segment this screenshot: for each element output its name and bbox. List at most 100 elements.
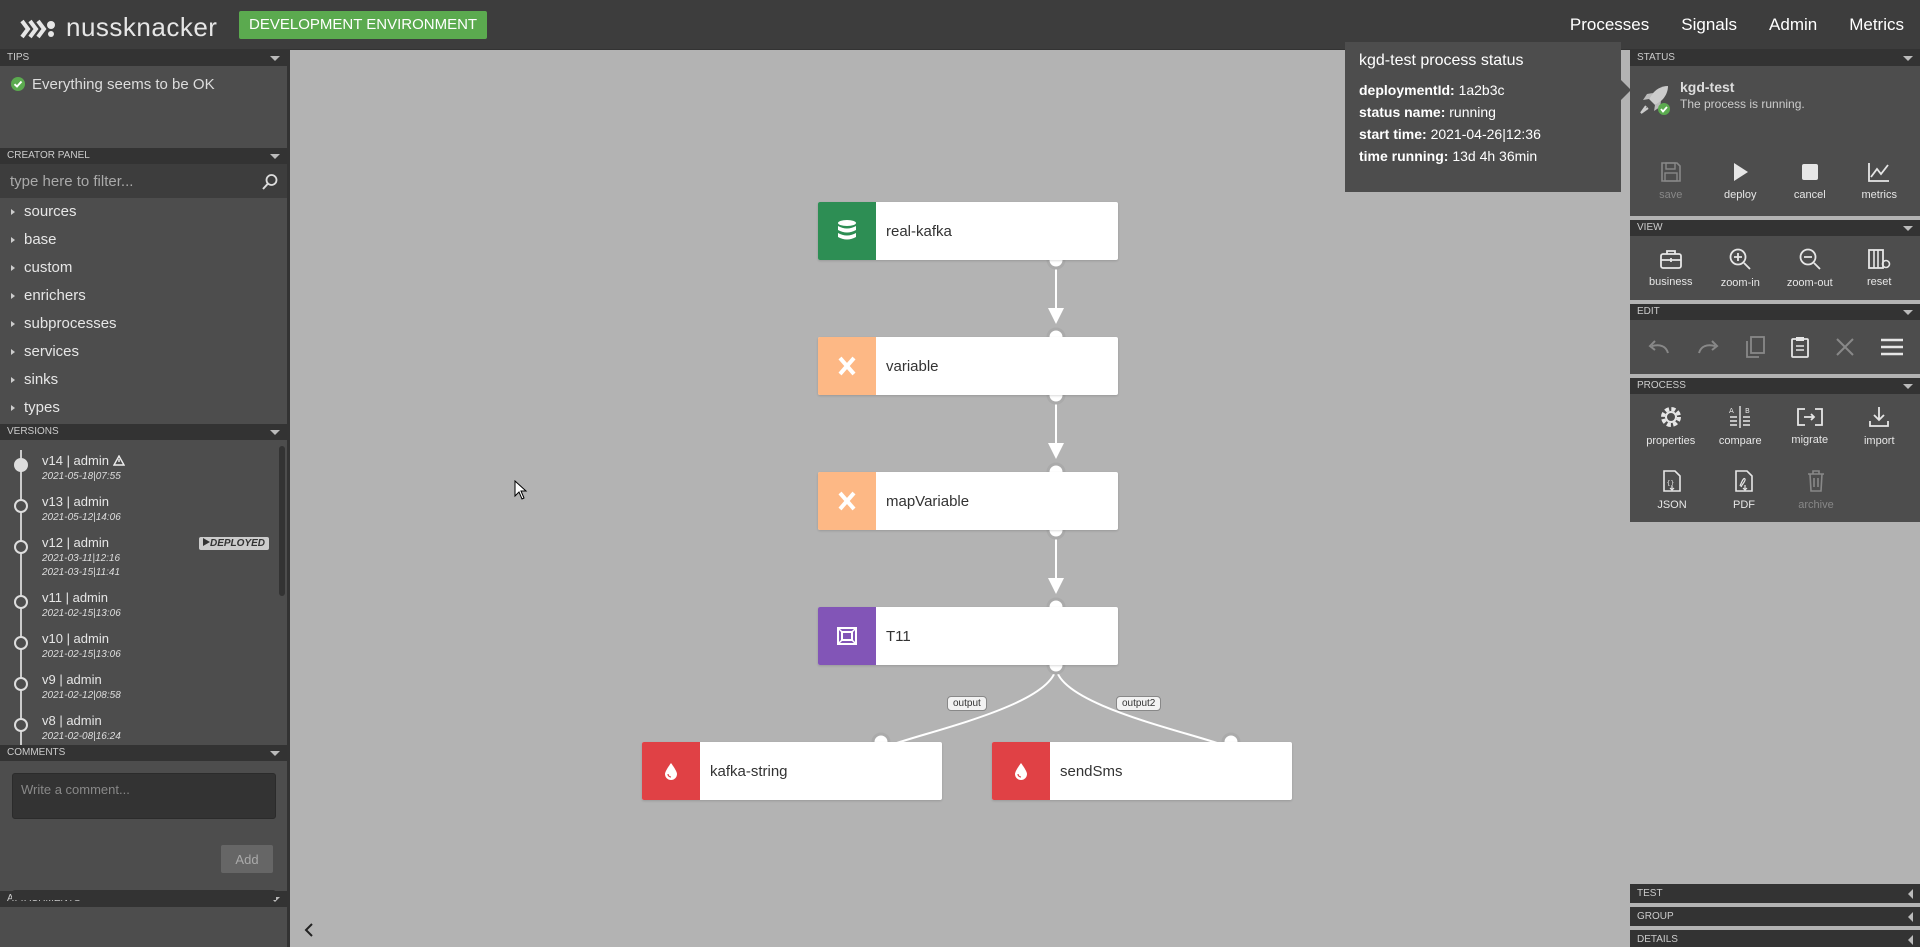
category-sinks[interactable]: sinks [0,366,287,394]
environment-badge: DEVELOPMENT ENVIRONMENT [239,11,488,39]
add-comment-button[interactable]: Add [221,845,273,873]
node-label: sendSms [1060,762,1123,780]
edge-label-output2[interactable]: output2 [1116,696,1162,711]
collapse-icon [1903,310,1913,315]
tips-header[interactable]: TIPS [0,50,287,66]
collapse-icon [1903,384,1913,389]
category-enrichers[interactable]: enrichers [0,282,287,310]
edit-header-label: EDIT [1637,306,1660,317]
zoom-out-button[interactable]: zoom-out [1775,236,1845,300]
category-services[interactable]: services [0,338,287,366]
nav-signals[interactable]: Signals [1681,15,1738,34]
versions-header-label: VERSIONS [7,426,59,437]
status-process-name: kgd-test [1680,79,1735,95]
comment-input[interactable] [12,773,276,819]
node-label: variable [886,357,939,375]
deploy-button[interactable]: deploy [1706,146,1776,216]
creator-panel-header[interactable]: CREATOR PANEL [0,148,287,164]
creator-filter-input[interactable] [0,164,287,198]
version-label: v9 | admin [42,672,102,687]
node-variable[interactable]: variable [818,337,1118,395]
import-button[interactable]: import [1845,394,1915,458]
node-sendsms[interactable]: sendSms [992,742,1292,800]
check-circle-icon [11,77,25,91]
version-date: 2021-05-18|07:55 [42,471,121,482]
cancel-button[interactable]: cancel [1775,146,1845,216]
creator-categories: sources base custom enrichers subprocess… [0,198,287,422]
svg-text:B: B [1745,407,1750,415]
test-tab-label: TEST [1637,888,1663,899]
category-subprocesses[interactable]: subprocesses [0,310,287,338]
details-tab[interactable]: DETAILS [1630,930,1920,947]
versions-header[interactable]: VERSIONS [0,424,287,440]
version-dot [14,636,28,650]
nav-admin[interactable]: Admin [1769,15,1818,34]
version-dot [14,499,28,513]
delete-x-icon[interactable] [1834,336,1856,358]
comments-header-label: COMMENTS [7,747,66,758]
collapse-icon [1903,226,1913,231]
tips-body: Everything seems to be OK [0,66,287,148]
category-base[interactable]: base [0,226,287,254]
version-label: v12 | admin [42,535,109,550]
tooltip-row: time running: 13d 4h 36min [1359,148,1538,164]
node-mapvariable[interactable]: mapVariable [818,472,1118,530]
migrate-button[interactable]: migrate [1775,394,1845,458]
redo-icon[interactable] [1695,337,1721,357]
status-header[interactable]: STATUS [1630,50,1920,66]
undo-icon[interactable] [1646,337,1672,357]
business-view-button[interactable]: business [1636,236,1706,300]
deployed-badge: DEPLOYED [199,537,270,550]
paste-icon[interactable] [1789,335,1811,359]
archive-label: archive [1798,499,1834,511]
creator-filter [0,164,287,198]
version-date: 2021-02-08|16:24 [42,731,121,742]
category-custom[interactable]: custom [0,254,287,282]
version-date: 2021-02-12|08:58 [42,690,121,701]
logo[interactable]: nussknacker [20,12,217,43]
node-t11[interactable]: T11 [818,607,1118,665]
save-icon [1660,162,1681,182]
save-label: save [1659,189,1683,201]
attachments-dropzone[interactable] [12,890,276,900]
edit-toolbar [1630,320,1920,374]
view-header[interactable]: VIEW [1630,220,1920,236]
archive-button[interactable]: archive [1780,458,1852,522]
node-icon-box [818,472,876,530]
process-header[interactable]: PROCESS [1630,378,1920,394]
comments-header[interactable]: COMMENTS [0,745,287,761]
properties-button[interactable]: properties [1636,394,1706,458]
search-icon[interactable] [261,173,279,191]
edge-label-output[interactable]: output [947,696,987,711]
node-icon-box [818,337,876,395]
expand-icon [1908,912,1913,922]
node-kafka-string[interactable]: kafka-string [642,742,942,800]
category-sources[interactable]: sources [0,198,287,226]
tips-message: Everything seems to be OK [32,76,215,93]
test-tab[interactable]: TEST [1630,884,1920,903]
edit-header[interactable]: EDIT [1630,304,1920,320]
metrics-button[interactable]: metrics [1845,146,1915,216]
category-types[interactable]: types [0,394,287,422]
hamburger-icon[interactable] [1879,337,1905,357]
pdf-export-button[interactable]: PDF [1708,458,1780,522]
reset-layout-button[interactable]: reset [1845,236,1915,300]
view-section: VIEW business zoom-in zoom-out reset [1630,220,1920,300]
version-dot [14,677,28,691]
briefcase-icon [1659,250,1682,269]
nav-processes[interactable]: Processes [1569,15,1650,34]
expand-icon [1908,935,1913,945]
node-real-kafka[interactable]: real-kafka [818,202,1118,260]
copy-icon[interactable] [1744,335,1766,359]
versions-scrollbar[interactable] [279,446,285,596]
save-button[interactable]: save [1636,146,1706,216]
group-tab[interactable]: GROUP [1630,907,1920,926]
nav-metrics[interactable]: Metrics [1849,15,1904,34]
chevron-left-icon[interactable] [304,923,314,937]
graph-canvas[interactable]: output output2 real-kafka variable mapVa… [293,50,1628,947]
zoom-in-button[interactable]: zoom-in [1706,236,1776,300]
json-export-button[interactable]: {} JSON [1636,458,1708,522]
warning-icon [112,455,125,466]
